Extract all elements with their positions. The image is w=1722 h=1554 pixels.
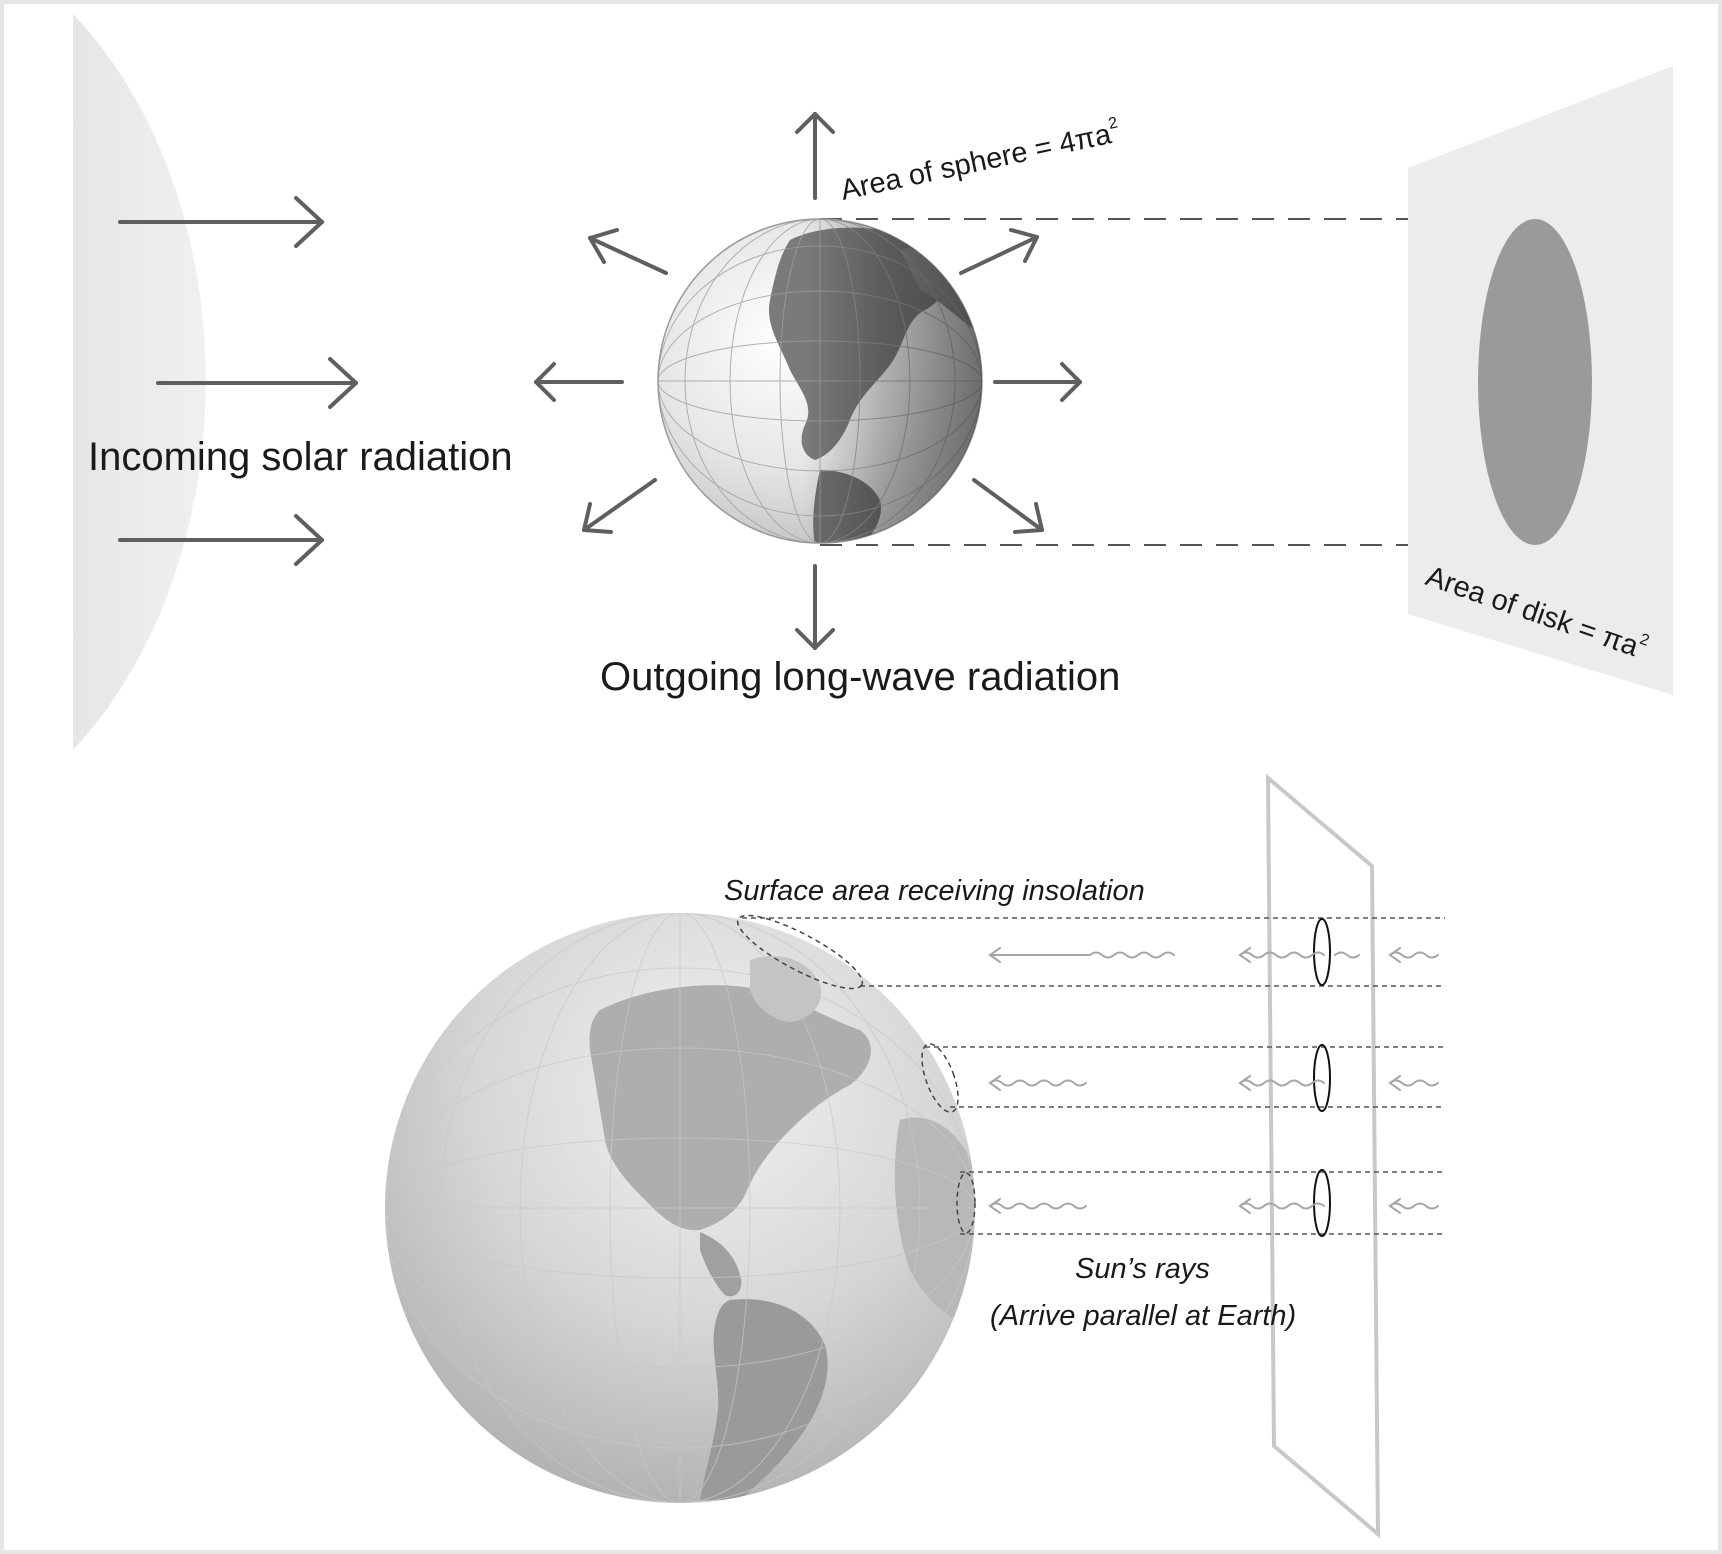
footprint-high-latitude [736,914,864,990]
outgoing-arrow-upright [959,228,1039,275]
outgoing-longwave-label: Outgoing long-wave radiation [600,655,1120,699]
outgoing-arrow-downleft [582,478,657,534]
wavy-ray-arrows [988,947,1439,1214]
outgoing-arrow-down [795,564,835,650]
arrive-parallel-label: (Arrive parallel at Earth) [990,1300,1296,1332]
outgoing-arrow-up [795,112,835,200]
svg-text:Area of sphere = 4πa2: Area of sphere = 4πa2 [837,114,1122,206]
footprint-low-latitude [956,1172,976,1234]
screen-plane [1265,773,1381,1539]
sphere-area-label: Area of sphere = 4πa2 [837,114,1122,206]
surface-area-label: Surface area receiving insolation [724,875,1145,907]
outgoing-arrow-right [993,362,1082,402]
earth-globe-bottom [385,913,975,1503]
incoming-arrow-3 [118,514,324,566]
suns-rays-label: Sun’s rays [1075,1253,1210,1285]
disk-shadow [1478,219,1592,545]
footprint-mid-latitude [921,1043,959,1113]
ray-row-1 [988,947,1439,963]
incoming-arrow-1 [118,196,324,248]
outgoing-arrow-left [534,362,624,402]
incoming-solar-radiation-label: Incoming solar radiation [88,435,513,479]
incoming-arrow-2 [156,357,358,409]
ray-row-2 [988,1075,1439,1091]
ray-tubes [742,917,1445,1235]
outgoing-arrow-upleft [588,228,668,275]
sun-region [73,14,206,750]
outgoing-arrows [534,112,1082,650]
incoming-arrows [118,196,358,566]
outgoing-arrow-downright [972,478,1044,534]
ray-row-3 [988,1198,1439,1214]
surface-footprints [736,914,976,1234]
earth-globe-top [657,218,983,544]
screen-cross-sections [1313,918,1331,1237]
